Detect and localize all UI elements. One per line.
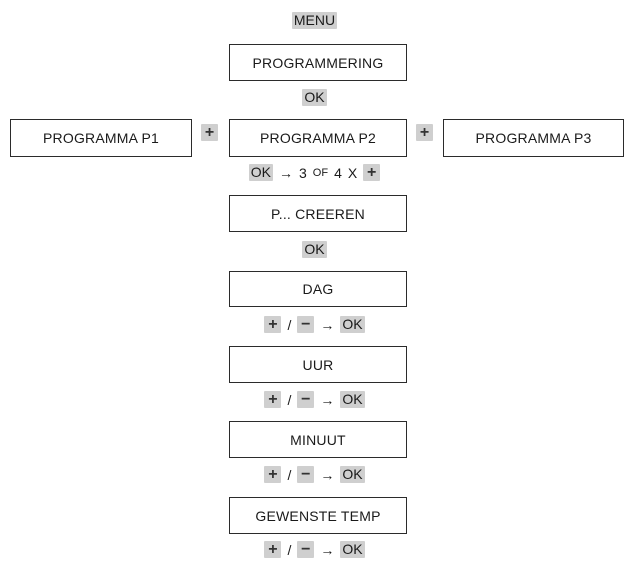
programma-p1-box: PROGRAMMA P1: [10, 119, 192, 157]
dag-box: DAG: [229, 271, 407, 307]
plus-key-left: +: [201, 124, 218, 141]
slash-text: /: [287, 466, 292, 483]
arrow-icon: →: [279, 164, 293, 181]
ok-row-1: OK: [0, 89, 629, 106]
minus-key: −: [297, 466, 315, 483]
arrow-icon: →: [320, 541, 335, 558]
slash-text: /: [287, 316, 292, 333]
count-a: 3: [299, 164, 307, 181]
count-b: 4: [334, 164, 342, 181]
times-text: X: [347, 164, 358, 181]
minus-key: −: [297, 316, 315, 333]
programma-p3-label: PROGRAMMA P3: [475, 130, 592, 146]
minus-key: −: [297, 391, 315, 408]
programma-p2-box: PROGRAMMA P2: [229, 119, 407, 157]
minuut-label: MINUUT: [290, 431, 346, 448]
minuut-keys-row: + / − → OK: [0, 466, 629, 483]
gewenste-temp-box: GEWENSTE TEMP: [229, 497, 407, 534]
programma-p1-label: PROGRAMMA P1: [43, 130, 159, 146]
creeren-label: P... CREEREN: [271, 205, 365, 222]
gewenste-temp-keys-row: + / − → OK: [0, 541, 629, 558]
plus-key: +: [264, 541, 282, 558]
arrow-icon: →: [320, 466, 335, 483]
plus-key-right: +: [416, 124, 433, 141]
minus-key: −: [297, 541, 315, 558]
minuut-box: MINUUT: [229, 421, 407, 458]
arrow-icon: →: [320, 391, 335, 408]
ok-key: OK: [340, 391, 365, 408]
select-hint-row: OK → 3 OF 4 X +: [0, 164, 629, 181]
ok-key: OK: [340, 541, 365, 558]
programmering-box: PROGRAMMERING: [229, 44, 407, 81]
creeren-box: P... CREEREN: [229, 195, 407, 232]
ok-key: OK: [340, 466, 365, 483]
gewenste-temp-label: GEWENSTE TEMP: [255, 507, 381, 524]
of-text: OF: [312, 166, 329, 179]
uur-keys-row: + / − → OK: [0, 391, 629, 408]
slash-text: /: [287, 391, 292, 408]
plus-key: +: [264, 316, 282, 333]
slash-text: /: [287, 541, 292, 558]
plus-key-select: +: [363, 164, 381, 181]
ok-key-1: OK: [302, 89, 327, 106]
dag-label: DAG: [302, 281, 334, 297]
plus-key: +: [264, 466, 282, 483]
programmering-label: PROGRAMMERING: [252, 54, 384, 71]
arrow-icon: →: [320, 316, 335, 333]
ok-key-select: OK: [248, 164, 273, 181]
plus-key: +: [264, 391, 282, 408]
menu-key-row: MENU: [0, 12, 629, 29]
programma-p2-label: PROGRAMMA P2: [260, 130, 376, 146]
programma-p3-box: PROGRAMMA P3: [443, 119, 624, 157]
ok-key: OK: [340, 316, 365, 333]
ok-row-2: OK: [0, 241, 629, 258]
uur-label: UUR: [302, 356, 334, 373]
ok-key-2: OK: [302, 241, 327, 258]
menu-key: MENU: [291, 12, 338, 29]
uur-box: UUR: [229, 346, 407, 383]
dag-keys-row: + / − → OK: [0, 316, 629, 333]
